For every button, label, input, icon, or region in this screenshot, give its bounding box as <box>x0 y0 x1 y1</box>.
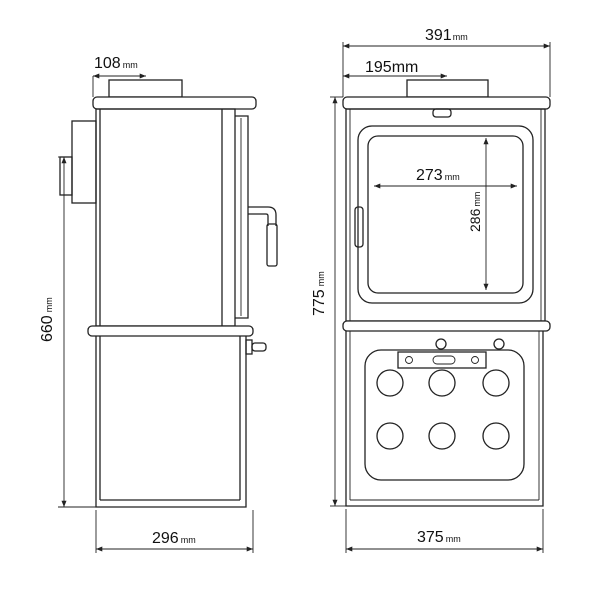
front-air-knob-top <box>435 338 447 350</box>
front-flue-collar <box>406 79 489 98</box>
side-flue-collar <box>108 79 183 98</box>
label-glass-height: 286mm <box>467 192 483 232</box>
side-handle-grip <box>266 223 278 267</box>
front-firebox <box>345 108 546 322</box>
front-air-control <box>397 351 487 369</box>
front-glass <box>367 135 524 294</box>
front-base <box>345 331 544 507</box>
vent-hole <box>482 369 510 397</box>
vent-hole <box>376 369 404 397</box>
front-top-plate <box>342 96 551 110</box>
side-rear-shield <box>71 120 97 204</box>
vent-hole <box>428 422 456 450</box>
side-top-plate <box>92 96 257 110</box>
front-mid-plate <box>342 320 551 332</box>
vent-hole <box>482 422 510 450</box>
label-front-top-width: 391mm <box>425 27 468 44</box>
front-view <box>330 42 551 553</box>
vent-hole <box>428 369 456 397</box>
side-view <box>58 73 278 553</box>
front-door-handle <box>354 206 364 248</box>
side-air-knob <box>245 339 253 355</box>
side-firebox <box>95 108 236 327</box>
front-base-panel <box>364 349 525 481</box>
front-door-frame <box>357 125 534 304</box>
side-mid-plate <box>87 325 254 337</box>
front-latch <box>432 108 452 118</box>
side-handle <box>248 206 277 226</box>
vent-hole <box>376 422 404 450</box>
label-front-height: 775mm <box>311 271 328 316</box>
label-side-height: 660mm <box>39 297 56 342</box>
side-rear-outlet <box>59 156 73 196</box>
label-flue-offset: 195mm <box>365 59 418 76</box>
side-door-profile <box>235 115 249 319</box>
side-base <box>95 336 247 508</box>
